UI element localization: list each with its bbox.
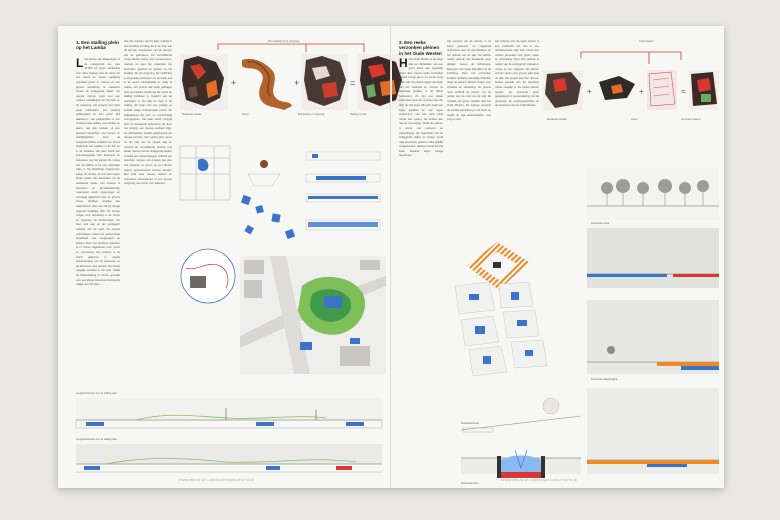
right-caption-section-1: Dwarsdoorsnede [461, 422, 480, 425]
svg-text:=: = [350, 78, 355, 88]
svg-text:+: + [294, 78, 299, 88]
left-caption-top-4: Stalling en plein [350, 113, 367, 116]
right-caption-section-4: Doorsnede waterberging [591, 378, 618, 381]
right-caption-top-2: Groen [631, 118, 638, 121]
left-long-section-1 [75, 398, 383, 429]
right-caption-section-2: Doorsnede plein [461, 482, 479, 485]
left-caption-section-2: Lengtedoorsnede over de stalling plein [76, 438, 118, 441]
right-page: 2. Een reeks verzonken pleinen in het Ou… [391, 26, 724, 488]
left-caption-top-3: Bebouwing en omgeving [298, 113, 325, 116]
spine-fold [390, 26, 392, 488]
right-caption-section-3: Doorsnede straat [591, 222, 610, 225]
left-middle-diagrams [179, 145, 381, 240]
svg-text:+: + [231, 78, 236, 88]
right-plaza-section [461, 449, 581, 478]
left-page-heading: 1. Een stalling plein op het Lamba [76, 40, 119, 51]
svg-text:=: = [681, 87, 686, 96]
right-tall-sections [587, 168, 719, 474]
left-page-footer: STEDENBOUW EN LANDSCHAPSARCHITECTUUR [178, 479, 255, 482]
left-circle-map [180, 248, 236, 304]
right-caption-top-3: Verzonken pleinen [681, 118, 701, 121]
right-district-plan [454, 281, 548, 377]
right-detail-circle [542, 397, 560, 415]
svg-text:+: + [587, 87, 592, 96]
right-page-footer: STEDENBOUW EN LANDSCHAPSARCHITECTUUR [501, 479, 578, 482]
left-caption-top-2: Groen [242, 113, 249, 116]
right-orange-plaza-illustration [467, 242, 529, 290]
right-caption-top-1: Bestaande situatie [547, 118, 567, 121]
right-diagram-sequence: + + = [543, 51, 719, 110]
right-page-column-2: Het ontwerp van de pleinen is tot stand … [447, 40, 491, 122]
left-diagram-sequence: + + = [180, 43, 404, 110]
left-diagram-title: Het Lambapl op de omgeving [268, 40, 300, 43]
left-caption-section-1: Lengtedoorsnede over de stalling plein [76, 392, 118, 395]
left-caption-top-1: Bestaande situatie [182, 113, 202, 116]
right-page-heading: 2. Een reeks verzonken pleinen in het Ou… [399, 40, 442, 56]
right-diagram-title: Oude Westen [639, 40, 654, 43]
right-page-column-3: Het ontwerp voor de reeks pleinen is een… [495, 40, 539, 108]
svg-text:+: + [639, 87, 644, 96]
left-long-section-2 [76, 444, 382, 473]
left-page-column-2: Het ruim ontwerp van het plein voorziet … [124, 40, 172, 186]
left-aerial-plan [240, 256, 386, 374]
right-cross-section-1 [460, 415, 582, 433]
